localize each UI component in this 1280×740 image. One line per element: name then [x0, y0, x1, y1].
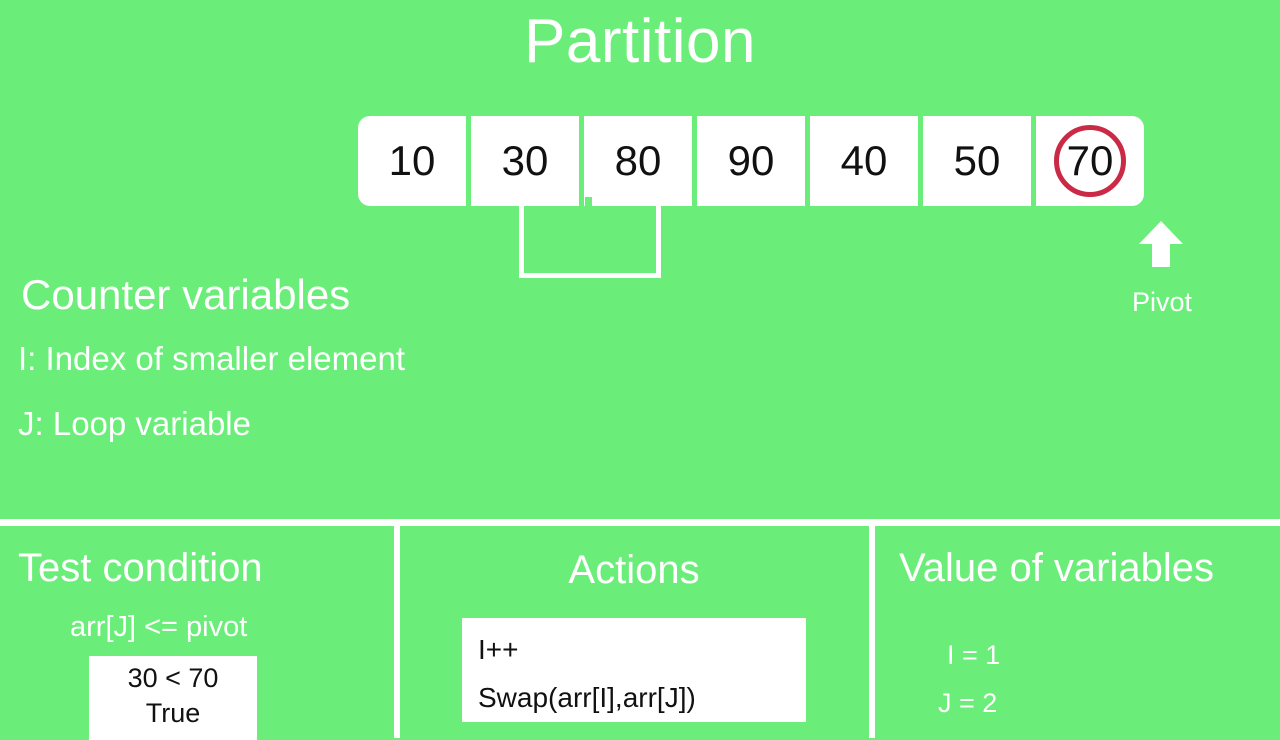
vertical-divider-left	[394, 526, 400, 738]
counter-variable-i-description: I: Index of smaller element	[18, 340, 406, 377]
array-cell-value: 40	[840, 137, 888, 184]
array-cell-value: 70	[1066, 137, 1114, 184]
array-cell-6-pivot[interactable]: 70	[1036, 116, 1144, 206]
test-condition-title: Test condition	[18, 546, 263, 590]
test-condition-expression: arr[J] <= pivot	[70, 611, 248, 643]
comparison-bracket-gap	[585, 197, 592, 209]
array-cell-value: 80	[614, 137, 662, 184]
actions-box: I++ Swap(arr[I],arr[J])	[462, 618, 806, 722]
actions-title: Actions	[568, 548, 700, 592]
counter-variables-heading: Counter variables	[21, 271, 351, 318]
test-condition-result-box: 30 < 70 True	[89, 656, 257, 740]
action-step-1: I++	[478, 634, 519, 665]
vertical-divider-right	[869, 526, 875, 738]
arrow-up-icon	[1139, 221, 1183, 267]
array-cell-0[interactable]: 10	[358, 116, 466, 206]
pivot-circle-icon	[1054, 125, 1126, 197]
variable-j-value: J = 2	[938, 688, 998, 718]
array-cell-value: 50	[953, 137, 1001, 184]
array-cell-4[interactable]: 40	[810, 116, 918, 206]
array-cell-2[interactable]: 80	[584, 116, 692, 206]
page-title: Partition	[524, 7, 756, 76]
variable-i-value: I = 1	[947, 640, 1001, 670]
action-step-2: Swap(arr[I],arr[J])	[478, 682, 696, 713]
value-of-variables-title: Value of variables	[899, 546, 1214, 590]
test-condition-result: True	[145, 698, 201, 728]
array-cell-value: 90	[727, 137, 775, 184]
array-row: 10 30 80 90 40 50 70	[358, 116, 1218, 206]
pivot-label: Pivot	[1131, 287, 1193, 317]
array-cell-value: 10	[388, 137, 436, 184]
array-cell-5[interactable]: 50	[923, 116, 1031, 206]
array-cell-value: 30	[501, 137, 549, 184]
array-cell-3[interactable]: 90	[697, 116, 805, 206]
test-condition-evaluation: 30 < 70	[127, 663, 219, 693]
comparison-bracket	[519, 206, 661, 278]
counter-variable-j-description: J: Loop variable	[18, 405, 251, 442]
horizontal-divider	[0, 519, 1280, 526]
array-cell-1[interactable]: 30	[471, 116, 579, 206]
